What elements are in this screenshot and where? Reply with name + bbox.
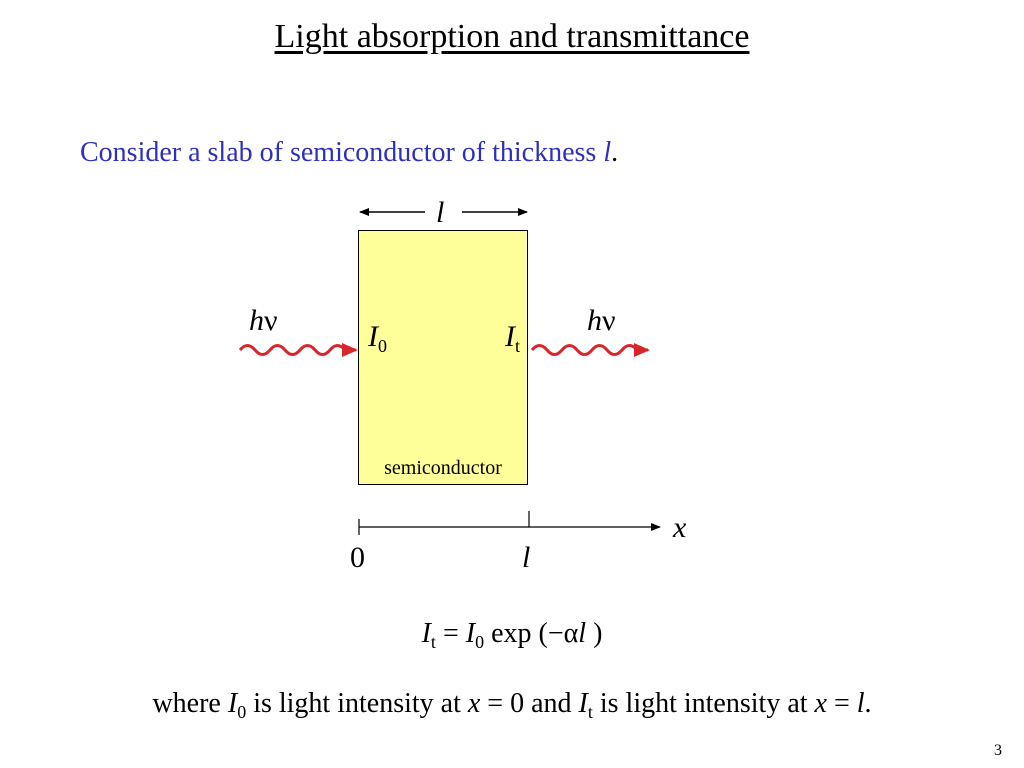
x-axis-zero-label: 0: [350, 541, 365, 574]
slide-title: Light absorption and transmittance: [274, 18, 750, 55]
thickness-label: l: [436, 196, 445, 229]
incident-photon-wave: [238, 343, 358, 357]
intro-sentence: Consider a slab of semiconductor of thic…: [80, 137, 618, 169]
x-axis-label: x: [673, 511, 687, 544]
incident-photon-label: hν: [249, 304, 278, 337]
page-number: 3: [994, 742, 1002, 759]
slab-label: semiconductor: [384, 457, 502, 479]
transmittance-equation: It = I0 exp (−αl ): [421, 618, 603, 652]
transmitted-photon-label: hν: [587, 304, 616, 337]
explanation-sentence: where I0 is light intensity at x = 0 and…: [152, 688, 872, 722]
intro-thickness-var: l: [603, 137, 612, 168]
semiconductor-slab: [358, 230, 528, 485]
intro-text: Consider a slab of semiconductor of thic…: [80, 137, 604, 168]
incident-intensity-label: I0: [368, 320, 387, 356]
transmitted-intensity-label: It: [505, 320, 521, 356]
x-axis-l-label: l: [522, 541, 531, 574]
intro-period: .: [611, 137, 619, 168]
transmitted-photon-wave: [530, 343, 650, 357]
